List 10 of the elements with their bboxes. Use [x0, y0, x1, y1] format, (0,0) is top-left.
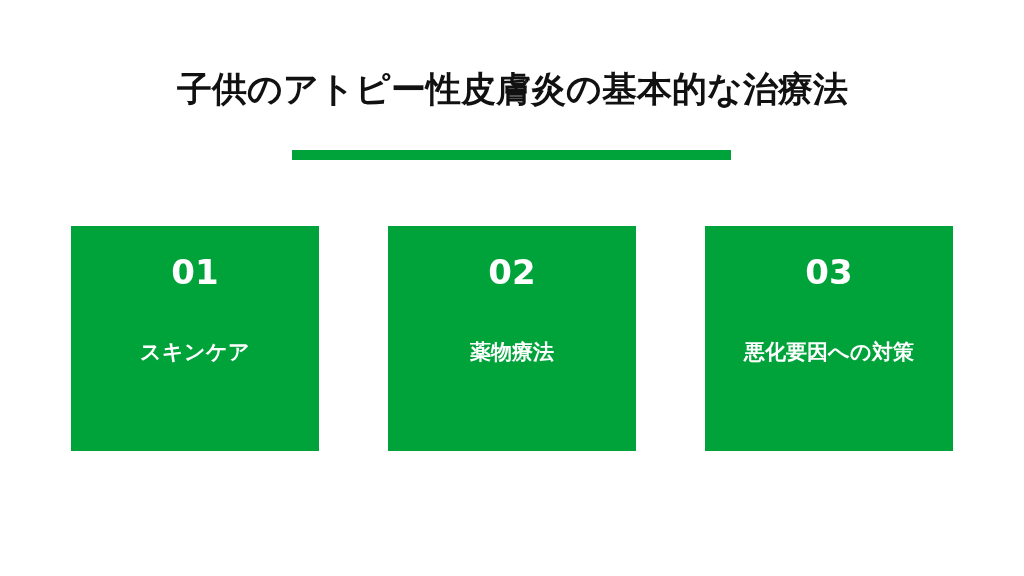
step-card: [71, 226, 319, 451]
step-number: 01: [171, 252, 219, 292]
step-number: 02: [488, 252, 536, 292]
step-label: スキンケア: [140, 339, 250, 366]
step-label: 悪化要因への対策: [744, 339, 914, 366]
step-card: [705, 226, 953, 451]
step-number: 03: [805, 252, 853, 292]
step-card: [388, 226, 636, 451]
page-title: 子供のアトピー性皮膚炎の基本的な治療法: [176, 68, 848, 111]
step-label: 薬物療法: [470, 339, 554, 366]
